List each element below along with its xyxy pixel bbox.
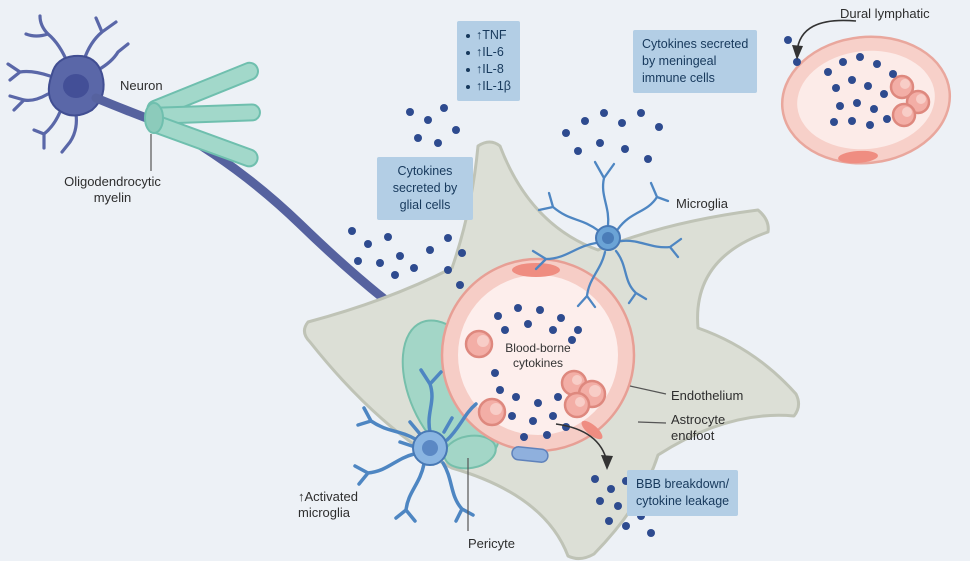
activated-microglia-cell [353, 368, 478, 523]
neuron-cell [6, 14, 130, 154]
endothelium-label: Endothelium [671, 388, 744, 403]
bbb-leakage-arrow [555, 423, 613, 470]
lymphatic-cytokine-dots [824, 53, 897, 129]
microglia-cell [531, 160, 683, 309]
glial-cytokines-box: Cytokines secreted by glial cells [377, 157, 473, 220]
cytokine-list-item: ↑IL-8 [466, 61, 511, 78]
pericyte-label: Pericyte [468, 536, 515, 551]
astrocyte-endfoot-pointer-line [637, 421, 667, 424]
cytokine-list-item: ↑TNF [466, 27, 511, 44]
endothelium-pointer-line [629, 385, 667, 395]
cytokine-list-item: ↑IL-1β [466, 78, 511, 95]
microglia-nucleus [602, 232, 614, 244]
cytokine-list-box: ↑TNF ↑IL-6 ↑IL-8 ↑IL-1β [457, 21, 520, 101]
bullet-icon [466, 33, 470, 38]
endothelial-nucleus [581, 420, 603, 440]
neuron-label: Neuron [120, 78, 163, 93]
oligodendrocytic-myelin-label: Oligodendrocytic myelin [64, 174, 161, 205]
bullet-icon [466, 67, 470, 72]
dural-lymphatic-label: Dural lymphatic [840, 6, 930, 21]
pericyte-capsule [511, 446, 549, 463]
cytokine-list-item: ↑IL-6 [466, 44, 511, 61]
bbb-breakdown-box: BBB breakdown/ cytokine leakage [627, 470, 739, 516]
dural-lymphatic-arrow [792, 19, 857, 60]
astrocyte-endfoot-label: Astrocyte endfoot [671, 412, 726, 443]
activated-microglia-nucleus [422, 440, 438, 456]
meningeal-cytokines-box: Cytokines secreted by meningeal immune c… [633, 30, 758, 93]
blood-cytokine-dots [491, 304, 582, 441]
red-blood-cells [889, 74, 931, 128]
endothelial-nucleus [838, 150, 878, 164]
bullet-icon [466, 50, 470, 55]
microglia-label: Microglia [676, 196, 729, 211]
pointer-lines [150, 134, 667, 531]
neuron-nucleus [63, 74, 89, 98]
bullet-icon [466, 84, 470, 89]
red-blood-cells [464, 329, 607, 427]
blood-borne-cytokines-label: Blood-borne cytokines [505, 341, 571, 370]
extracellular-cytokine-dots [348, 36, 801, 289]
oligodendrocyte-myelin [144, 61, 261, 168]
activated-microglia-label: ↑Activated microglia [298, 489, 358, 520]
dural-lymphatic-vessel [780, 35, 952, 165]
